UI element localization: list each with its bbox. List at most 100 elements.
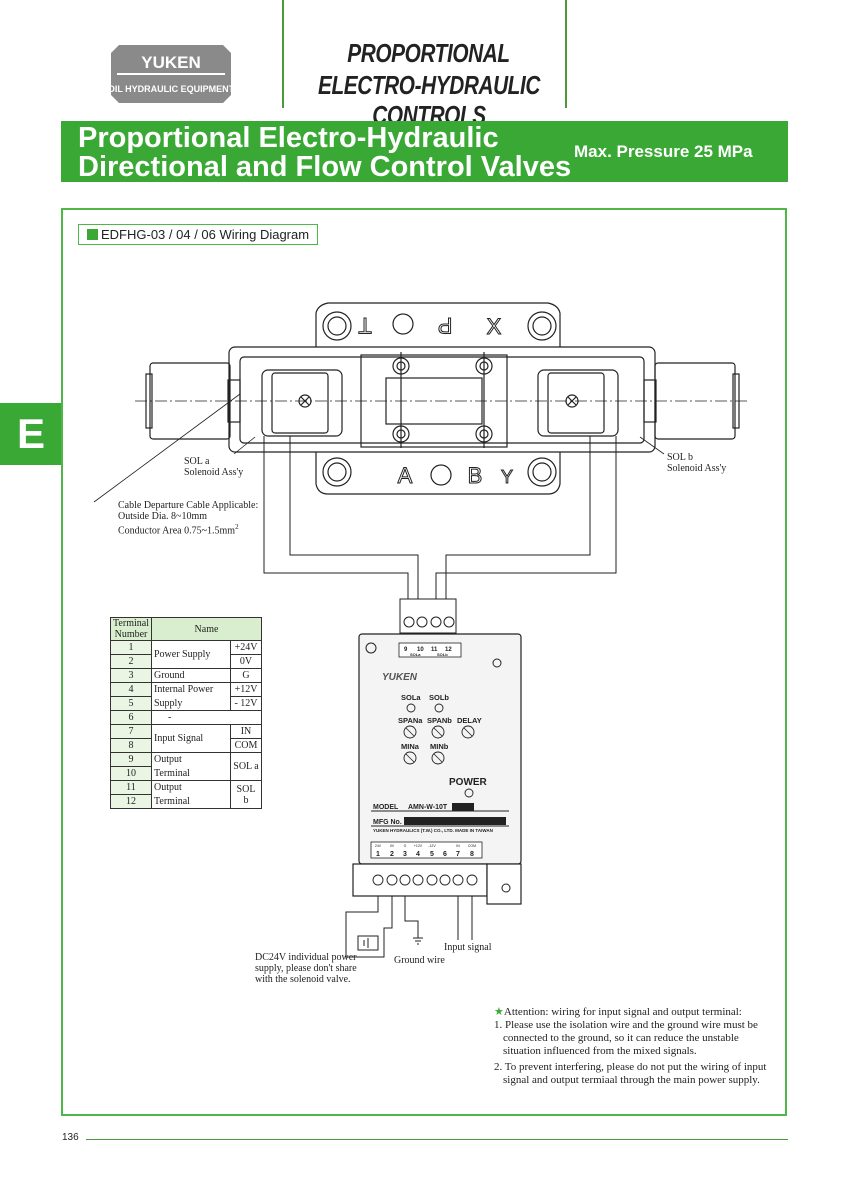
table-row: 3 Ground G <box>110 668 262 683</box>
page-number: 136 <box>62 1132 79 1143</box>
table-row: 9 Output SOL a <box>110 752 262 781</box>
terminal-table: Terminal Number Name 1 Power Supply +24V… <box>110 617 262 809</box>
table-cell-num: 9 <box>110 752 152 767</box>
amp-bottom-lbl-7: IN <box>456 844 460 848</box>
title-banner <box>61 121 788 182</box>
attention-item1-line2: connected to the ground, so it can reduc… <box>503 1032 739 1044</box>
amp-mfg-label: MFG No. <box>373 819 402 826</box>
dc24v-note-line1: DC24V individual power <box>255 952 357 963</box>
table-cell-name: Internal Power <box>151 682 231 697</box>
port-x-label: X <box>487 314 502 339</box>
page-title-line1: Proportional Electro-Hydraulic <box>78 122 499 154</box>
amp-bottom-term-6: 6 <box>443 851 447 858</box>
amp-top-term-9: 9 <box>404 647 408 653</box>
amp-bottom-term-5: 5 <box>430 851 434 858</box>
logo-name: YUKEN <box>141 53 201 72</box>
amp-bottom-term-8: 8 <box>470 851 474 858</box>
table-cell-val: SOL a <box>230 752 262 781</box>
table-cell-val: IN <box>230 724 262 739</box>
yuken-logo: YUKEN OIL HYDRAULIC EQUIPMENT <box>111 45 231 103</box>
header-divider-left <box>282 0 284 108</box>
attention-item2-line1: 2. To prevent interfering, please do not… <box>494 1061 767 1073</box>
attention-item1-line3: situation influenced from the mixed sign… <box>503 1045 697 1057</box>
table-cell-num: 10 <box>110 766 152 781</box>
table-cell-name: Ground <box>151 668 231 683</box>
ground-wire-label: Ground wire <box>394 955 445 966</box>
table-cell-val: +24V <box>230 640 262 655</box>
table-cell-num: 1 <box>110 640 152 655</box>
amp-bottom-lbl-2: 0V <box>390 844 395 848</box>
amp-bottom-term-3: 3 <box>403 851 407 858</box>
amp-delay-label: DELAY <box>457 716 482 725</box>
page-title-line2: Directional and Flow Control Valves <box>78 151 572 183</box>
attention-title: ★Attention: wiring for input signal and … <box>494 1006 742 1019</box>
port-b-label: B <box>468 463 483 488</box>
table-cell-val: G <box>230 668 262 683</box>
amp-spana-label: SPANa <box>398 716 423 725</box>
amp-bottom-lbl-4: +12V <box>414 844 423 848</box>
port-t-label: T <box>358 313 371 338</box>
table-cell-name: Terminal <box>151 794 231 809</box>
wiring-diagram-title: EDFHG-03 / 04 / 06 Wiring Diagram <box>101 227 310 242</box>
table-row: 5 Supply - 12V <box>110 696 262 711</box>
table-cell-name: Supply <box>151 696 231 711</box>
input-signal-label: Input signal <box>444 942 492 953</box>
amp-solb-label: SOLb <box>429 693 449 702</box>
logo-sub: OIL HYDRAULIC EQUIPMENT <box>111 84 231 94</box>
dc24v-note-line3: with the solenoid valve. <box>255 974 351 985</box>
table-cell-name: Input Signal <box>151 724 231 753</box>
table-cell-name: Output <box>151 752 231 767</box>
table-cell-name: Power Supply <box>151 640 231 669</box>
table-row: 1 Power Supply +24V <box>110 640 262 669</box>
table-row: 4 Internal Power +12V <box>110 682 262 697</box>
table-cell-num: 6 <box>110 710 152 725</box>
amp-bottom-term-2: 2 <box>390 851 394 858</box>
amp-sola-label: SOLa <box>401 693 421 702</box>
sol-a-connector <box>261 369 343 437</box>
table-cell-num: 11 <box>110 780 152 795</box>
table-cell-val: SOL b <box>230 780 262 809</box>
amp-top-group-sola: SOLa <box>410 652 421 657</box>
cable-spec-line2: Outside Dia. 8~10mm <box>118 511 208 522</box>
valve-top-plate <box>315 302 561 347</box>
section-tab-e: E <box>0 403 62 465</box>
table-cell-num: 2 <box>110 654 152 669</box>
table-cell-name: Terminal <box>151 766 231 781</box>
cable-spec-line3-text: Conductor Area 0.75~1.5mm <box>118 525 236 537</box>
footer-divider <box>86 1139 788 1140</box>
amp-power-label: POWER <box>449 777 488 788</box>
star-icon: ★ <box>494 1006 504 1018</box>
amp-spanb-label: SPANb <box>427 716 452 725</box>
sol-a-label-line2: Solenoid Ass'y <box>184 467 244 478</box>
table-header-number: Terminal Number <box>110 617 152 641</box>
green-square-icon <box>87 229 98 240</box>
table-row: 6 - <box>110 710 262 725</box>
amp-top-term-10: 10 <box>417 647 424 653</box>
table-cell-name: - <box>151 710 262 725</box>
sol-b-connector <box>537 369 619 437</box>
attention-item1-line1: 1. Please use the isolation wire and the… <box>494 1019 758 1031</box>
table-header-name: Name <box>151 617 262 641</box>
amp-bottom-terminal-block <box>352 863 488 897</box>
amp-bottom-term-7: 7 <box>456 851 460 858</box>
table-cell-num: 3 <box>110 668 152 683</box>
category-line1: PROPORTIONAL <box>347 38 510 68</box>
amp-bottom-lbl-5: -12V <box>428 844 436 848</box>
table-cell-val: 0V <box>230 654 262 669</box>
port-y-label: Y <box>501 467 513 487</box>
amp-model-label: MODEL <box>373 804 399 811</box>
table-row: 12 Terminal <box>110 794 262 809</box>
amp-minb-label: MINb <box>430 742 449 751</box>
header-divider-right <box>565 0 567 108</box>
table-cell-num: 7 <box>110 724 152 739</box>
amp-bottom-term-4: 4 <box>416 851 420 858</box>
amp-bottom-lbl-8: COM <box>468 844 476 848</box>
table-row: 7 Input Signal IN <box>110 724 262 753</box>
sol-b-label-line2: Solenoid Ass'y <box>667 463 727 474</box>
dc24v-note-line2: supply, please don't share <box>255 963 357 974</box>
amp-model-value: AMN-W-10T <box>408 804 448 811</box>
valve-bottom-plate <box>315 452 561 495</box>
amp-top-term-12: 12 <box>445 647 452 653</box>
attention-title-text: Attention: wiring for input signal and o… <box>503 1006 742 1018</box>
